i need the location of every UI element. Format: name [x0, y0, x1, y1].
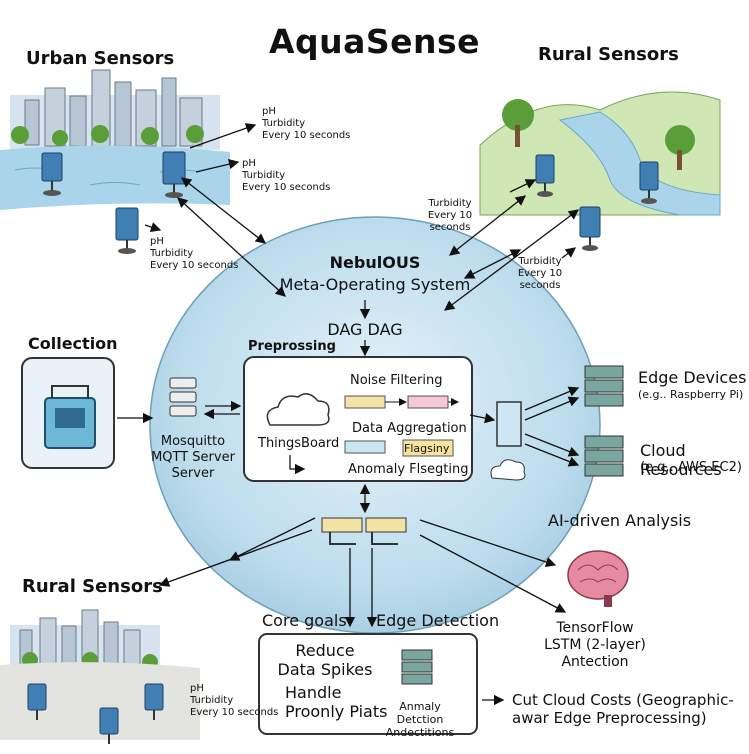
urban-sensor-3: [115, 207, 139, 254]
ai-analysis-details: TensorFlow LSTM (2-layer) Antection: [540, 620, 650, 671]
urban-sensor-2: [162, 151, 186, 198]
ai-analysis-heading: AI-driven Analysis: [548, 511, 692, 530]
gateway-device-icon: [44, 385, 96, 449]
goal1-line2: Data Spikes: [277, 660, 373, 679]
rural-bottom-line1: pH: [190, 683, 204, 694]
rural-sensors-top-heading: Rural Sensors: [538, 44, 679, 65]
nebulous-subtitle: Meta-Operating System: [279, 275, 471, 294]
rural-bottom-line2: Turbidity: [190, 695, 234, 706]
goal-reduce-spikes: Reduce Data Spikes: [270, 641, 380, 679]
urban-sensor-a-readings: pH Turbidity Every 10 seconds: [262, 106, 350, 142]
rural-bottom-sensor-2: [99, 707, 119, 744]
rural-top-sensor-b-readings: Turbidity Every 10 seconds: [500, 256, 580, 292]
rural-top-sensor-a-line2: Every 10 seconds: [427, 210, 473, 233]
collection-heading: Collection: [28, 334, 118, 353]
goal2-line1: Handle: [285, 683, 342, 702]
rural-bottom-sensor-3: [144, 683, 164, 720]
rural-top-sensor-b-line1: Turbidity: [518, 256, 562, 267]
cut-costs-line2: awar Edge Preprocessing): [512, 709, 707, 727]
anomaly-server-icon: [401, 649, 433, 685]
page-title: AquaSense: [268, 22, 481, 61]
brain-icon: [567, 550, 629, 607]
urban-sensor-c-readings: pH Turbidity Every 10 seconds: [150, 236, 238, 272]
gateway-panel-icon: [496, 401, 522, 447]
urban-sensor-1: [41, 152, 63, 196]
flag-block: [402, 439, 454, 457]
rural-top-sensor-3: [579, 206, 601, 251]
mqtt-server-label: Mosquitto MQTT Server Server: [148, 434, 238, 482]
rural-top-sensor-b-line2: Every 10 seconds: [517, 268, 563, 291]
core-goals-heading: Core goals: [262, 611, 347, 630]
cloud-resources-title: Cloud Resources: [640, 441, 722, 479]
edge-devices-title: Edge Devices: [638, 368, 747, 387]
mqtt-line2: MQTT Server: [151, 450, 235, 465]
anomaly-line1: Anmaly: [399, 700, 441, 713]
nebulous-name: NebulOUS: [329, 253, 421, 272]
mqtt-server-icon: [169, 377, 197, 417]
rural-top-scene-illustration: [479, 91, 721, 216]
rural-bottom-sensor-readings: pH Turbidity Every 10 seconds: [190, 683, 278, 719]
anomaly-line2: Detction: [396, 713, 444, 726]
rural-bottom-scene-illustration: [0, 609, 200, 740]
noise-filter-block-b: [407, 395, 449, 409]
urban-sensor-c-line2: Turbidity: [150, 248, 194, 259]
urban-sensor-b-line2: Turbidity: [242, 170, 286, 181]
goal-handle-points: Handle Proonly Piats: [285, 683, 387, 721]
goal2-line2: Proonly Piats: [285, 702, 388, 721]
edge-devices-subtitle: (e.g.. Raspberry Pi): [638, 388, 744, 401]
urban-sensor-a-line2: Turbidity: [262, 118, 306, 129]
cut-costs-line1: Cut Cloud Costs (Geographic-: [512, 691, 734, 709]
flow-arrows: [117, 123, 580, 706]
edge-detection-heading: Edge Detection: [376, 611, 500, 630]
preprocessing-label: Preprossing: [248, 339, 336, 354]
noise-filter-block-a: [344, 395, 386, 409]
thingsboard-label: ThingsBoard: [258, 436, 340, 451]
anomaly-flagging-label: Anomaly Flsegting: [348, 462, 469, 477]
dag-label: DAG DAG: [327, 320, 403, 339]
data-aggregation-label: Data Aggregation: [352, 421, 467, 436]
rural-top-sensor-2: [639, 161, 659, 204]
urban-sensors-heading: Urban Sensors: [26, 48, 175, 69]
anomaly-detection-label: Anmaly Detction Andectitions: [380, 700, 460, 739]
mqtt-line3: Server: [171, 466, 215, 481]
ai-line2: LSTM (2-layer): [544, 637, 646, 653]
cloud-resources-subtitle: (e.g.. AWS EC2): [640, 460, 742, 475]
thingsboard-cloud-icon: [266, 393, 330, 426]
goal1-line1: Reduce: [295, 641, 355, 660]
urban-sensor-b-readings: pH Turbidity Every 10 seconds: [242, 158, 330, 194]
rural-top-sensor-a-line1: Turbidity: [428, 198, 472, 209]
mqtt-line1: Mosquitto: [160, 434, 226, 449]
ai-line3: Antection: [561, 654, 629, 670]
urban-sensor-a-line3: Every 10 seconds: [262, 130, 351, 141]
weather-cloud-icon: [490, 459, 526, 481]
urban-sensor-b-line1: pH: [242, 158, 256, 169]
ai-line1: TensorFlow: [556, 620, 634, 636]
aggregation-block: [344, 440, 386, 454]
cloud-resources-icon: [584, 435, 624, 477]
urban-sensor-b-line3: Every 10 seconds: [242, 182, 331, 193]
edge-devices-icon: [584, 365, 624, 407]
anomaly-line3: Andectitions: [385, 726, 455, 739]
urban-sensor-c-line1: pH: [150, 236, 164, 247]
rural-bottom-line3: Every 10 seconds: [190, 707, 279, 718]
dag-node-icon: [321, 517, 407, 545]
rural-top-sensor-a-readings: Turbidity Every 10 seconds: [410, 198, 490, 234]
urban-sensor-a-line1: pH: [262, 106, 276, 117]
flag-label: Flagsiny: [404, 442, 450, 455]
rural-sensors-bottom-heading: Rural Sensors: [22, 576, 163, 597]
urban-sensor-c-line3: Every 10 seconds: [150, 260, 239, 271]
rural-top-sensor-1: [535, 154, 555, 197]
rural-bottom-sensor-1: [27, 683, 47, 720]
noise-filtering-label: Noise Filtering: [350, 373, 443, 388]
cut-cloud-costs: Cut Cloud Costs (Geographic- awar Edge P…: [512, 691, 734, 727]
